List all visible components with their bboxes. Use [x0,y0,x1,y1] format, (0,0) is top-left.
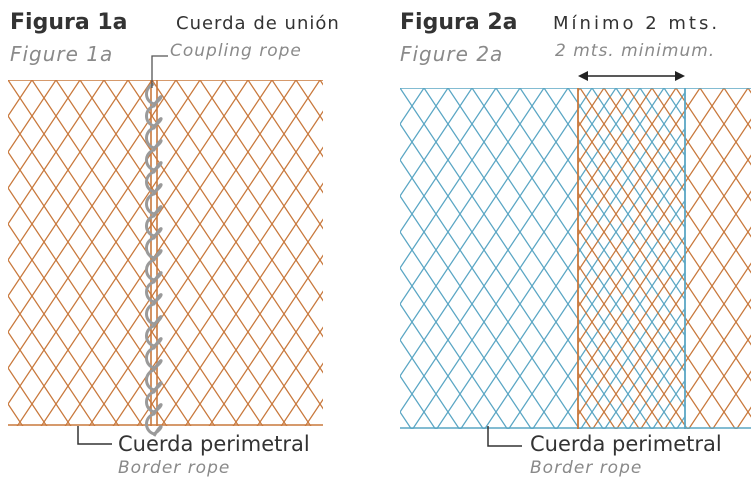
border-rope-leader-2 [487,426,522,447]
border-rope-label-en-2: Border rope [530,458,643,478]
figure-1-net [8,80,323,426]
figure-1-subtitle: Figure 1a [10,42,114,66]
figure-1-title: Figura 1a [10,10,128,35]
figure-2-subtitle: Figure 2a [400,42,504,66]
overlap-dimension-arrow [578,71,685,81]
border-rope-leader-1 [77,426,112,445]
coupling-rope-leader [151,55,168,88]
border-rope-label-es-1: Cuerda perimetral [118,432,310,456]
border-rope-label-en-1: Border rope [118,458,231,478]
minimum-length-label-es: Mínimo 2 mts. [553,13,721,34]
border-rope-label-es-2: Cuerda perimetral [530,432,722,456]
minimum-length-label-en: 2 mts. minimum. [555,41,716,61]
coupling-rope-label-en: Coupling rope [170,41,302,61]
coupling-rope-seam [145,80,163,437]
figure-2-title: Figura 2a [400,10,518,35]
figure-2-net [400,88,751,429]
coupling-rope-label-es: Cuerda de unión [176,13,340,34]
